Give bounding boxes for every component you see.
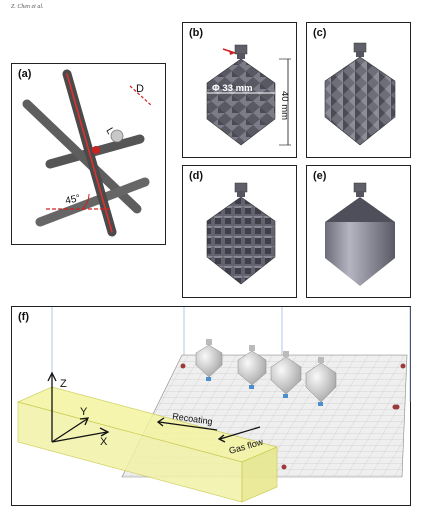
lattice-specimen-c	[324, 42, 396, 146]
axis-z-label: Z	[60, 378, 67, 390]
panel-b-label: (b)	[189, 27, 204, 39]
recoater-box-end	[241, 446, 278, 503]
specimen-body	[324, 56, 396, 146]
specimen-body	[206, 58, 276, 146]
running-head: Z. Chen et al.	[11, 4, 44, 10]
height-dim-label: 40 mm	[279, 91, 290, 120]
build-platform-scene: Z Y X Recoating Gas flow	[16, 307, 411, 503]
angle-label: 45°	[64, 193, 81, 207]
printed-specimen-1	[195, 339, 223, 381]
printed-specimen-2	[237, 345, 267, 389]
panel-a: (a) D L 45°	[11, 63, 166, 245]
axis-y-label: Y	[80, 406, 88, 418]
solid-specimen-e	[325, 182, 395, 286]
recoating-arrow	[156, 417, 218, 431]
solid-cylinder	[325, 222, 395, 258]
dim-l-label: L	[103, 126, 116, 137]
plate-screw	[180, 363, 186, 369]
specimen-body	[206, 196, 276, 285]
node-highlight	[92, 146, 100, 154]
specimen-tab	[353, 182, 367, 193]
strut-unit-cell: D L 45°	[22, 69, 153, 237]
printed-specimen-4	[305, 357, 337, 406]
lattice-specimen-d	[206, 182, 276, 285]
panel-f-label: (f)	[18, 311, 29, 323]
solid-top-cone	[325, 197, 395, 222]
specimen-neck	[237, 54, 245, 59]
printed-specimen-3	[270, 351, 302, 398]
panel-d: (d)	[182, 165, 297, 298]
coordinate-axes	[47, 371, 110, 443]
gas-flow-arrow	[217, 426, 261, 443]
specimen-tab	[234, 44, 248, 55]
specimen-tab	[234, 182, 248, 193]
strut-end-cap	[110, 129, 124, 143]
lattice-specimen-b: Φ 33 mm 40 mm	[206, 44, 291, 146]
panel-e: (e)	[306, 165, 411, 298]
dim-d-label: D	[136, 83, 144, 95]
plate-screw	[392, 404, 398, 410]
printed-specimens	[195, 339, 337, 406]
panel-d-label: (d)	[189, 170, 204, 182]
panel-c: (c)	[306, 22, 411, 158]
solid-bottom-cone	[325, 258, 395, 286]
strut-axis-line	[66, 73, 113, 233]
panel-f: (f)	[11, 306, 411, 506]
panel-c-label: (c)	[313, 27, 327, 39]
panel-a-label: (a)	[18, 68, 32, 80]
plate-screw	[400, 363, 406, 369]
strut-3	[35, 177, 150, 227]
width-dim-label: Φ 33 mm	[212, 83, 253, 94]
plate-screw	[281, 464, 287, 470]
specimen-tab	[353, 42, 367, 53]
axis-x-label: X	[100, 436, 108, 448]
panel-b: (b) Φ 33 mm 40 mm	[182, 22, 297, 158]
angle-arc	[81, 193, 90, 210]
panel-e-label: (e)	[313, 170, 327, 182]
